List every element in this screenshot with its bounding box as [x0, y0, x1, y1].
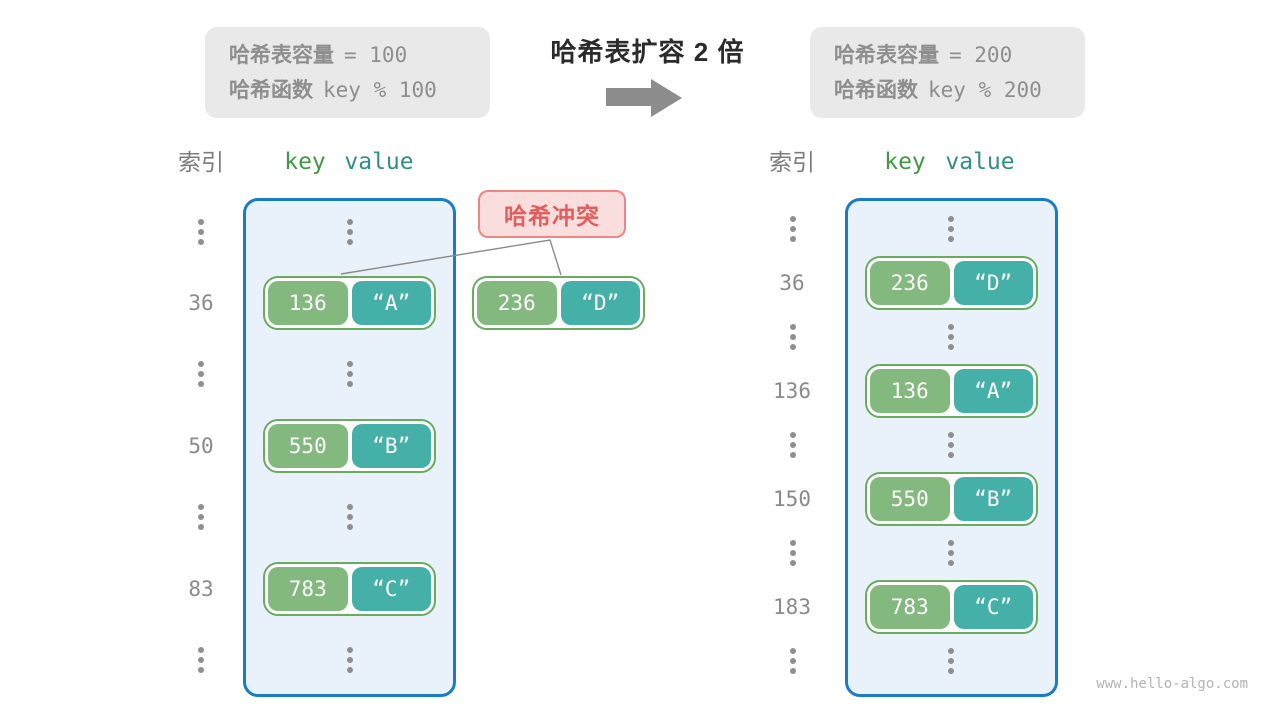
hash-function-label: 哈希函数 [834, 78, 918, 102]
watermark: www.hello-algo.com [1096, 676, 1248, 692]
index-label: 36 [779, 271, 805, 295]
value-cell: “C” [953, 585, 1033, 629]
collision-label: 哈希冲突 [478, 190, 626, 238]
ellipsis-dots [790, 432, 796, 458]
capacity-line: 哈希表容量 = 100 [229, 40, 490, 71]
capacity-box-before: 哈希表容量 = 100 哈希函数 key % 100 [205, 27, 490, 118]
ellipsis-dots [948, 216, 954, 242]
kv-pair: 136 “A” [263, 276, 436, 330]
expand-title: 哈希表扩容 2 倍 [550, 37, 745, 67]
value-cell: “A” [953, 369, 1033, 413]
ellipsis-dots [198, 504, 204, 530]
ellipsis-dots [198, 647, 204, 673]
index-header-after: 索引 [769, 149, 815, 175]
index-label: 136 [773, 379, 811, 403]
ellipsis-dots [790, 540, 796, 566]
capacity-label: 哈希表容量 [834, 43, 939, 67]
value-cell: “A” [351, 281, 431, 325]
index-label: 150 [773, 487, 811, 511]
ellipsis-dots [198, 219, 204, 245]
index-label: 50 [188, 434, 214, 458]
ellipsis-dots [347, 504, 353, 530]
capacity-value: = 100 [344, 42, 408, 67]
kv-pair: 550 “B” [263, 419, 436, 473]
key-cell: 236 [477, 281, 557, 325]
key-header-after: key [884, 149, 926, 175]
index-label: 83 [188, 577, 214, 601]
key-cell: 783 [870, 585, 950, 629]
capacity-line: 哈希表容量 = 200 [834, 40, 1085, 71]
kv-pair: 236 “D” [865, 256, 1038, 310]
value-cell: “D” [953, 261, 1033, 305]
ellipsis-dots [948, 540, 954, 566]
ellipsis-dots [948, 648, 954, 674]
hash-function-line: 哈希函数 key % 200 [834, 75, 1085, 106]
ellipsis-dots [948, 324, 954, 350]
key-cell: 783 [268, 567, 348, 611]
ellipsis-dots [790, 216, 796, 242]
kv-pair: 550 “B” [865, 472, 1038, 526]
ellipsis-dots [790, 648, 796, 674]
key-cell: 550 [870, 477, 950, 521]
key-cell: 136 [268, 281, 348, 325]
ellipsis-dots [347, 647, 353, 673]
key-header-before: key [284, 149, 326, 175]
value-cell: “B” [351, 424, 431, 468]
hash-function-label: 哈希函数 [229, 78, 313, 102]
collision-kv-pair: 236 “D” [472, 276, 645, 330]
index-header-before: 索引 [178, 149, 224, 175]
ellipsis-dots [948, 432, 954, 458]
value-cell: “D” [560, 281, 640, 325]
value-header-before: value [344, 149, 414, 175]
hash-function-line: 哈希函数 key % 100 [229, 75, 490, 106]
value-cell: “C” [351, 567, 431, 611]
hash-function-value: key % 100 [323, 77, 437, 102]
kv-pair: 783 “C” [865, 580, 1038, 634]
capacity-box-after: 哈希表容量 = 200 哈希函数 key % 200 [810, 27, 1085, 118]
ellipsis-dots [198, 361, 204, 387]
hash-function-value: key % 200 [928, 77, 1042, 102]
value-header-after: value [945, 149, 1015, 175]
value-cell: “B” [953, 477, 1033, 521]
index-label: 183 [773, 595, 811, 619]
ellipsis-dots [790, 324, 796, 350]
key-cell: 236 [870, 261, 950, 305]
kv-pair: 136 “A” [865, 364, 1038, 418]
kv-pair: 783 “C” [263, 562, 436, 616]
key-cell: 136 [870, 369, 950, 413]
key-cell: 550 [268, 424, 348, 468]
capacity-label: 哈希表容量 [229, 43, 334, 67]
index-label: 36 [188, 291, 214, 315]
ellipsis-dots [347, 219, 353, 245]
arrow-icon [606, 79, 682, 117]
capacity-value: = 200 [949, 42, 1013, 67]
ellipsis-dots [347, 361, 353, 387]
